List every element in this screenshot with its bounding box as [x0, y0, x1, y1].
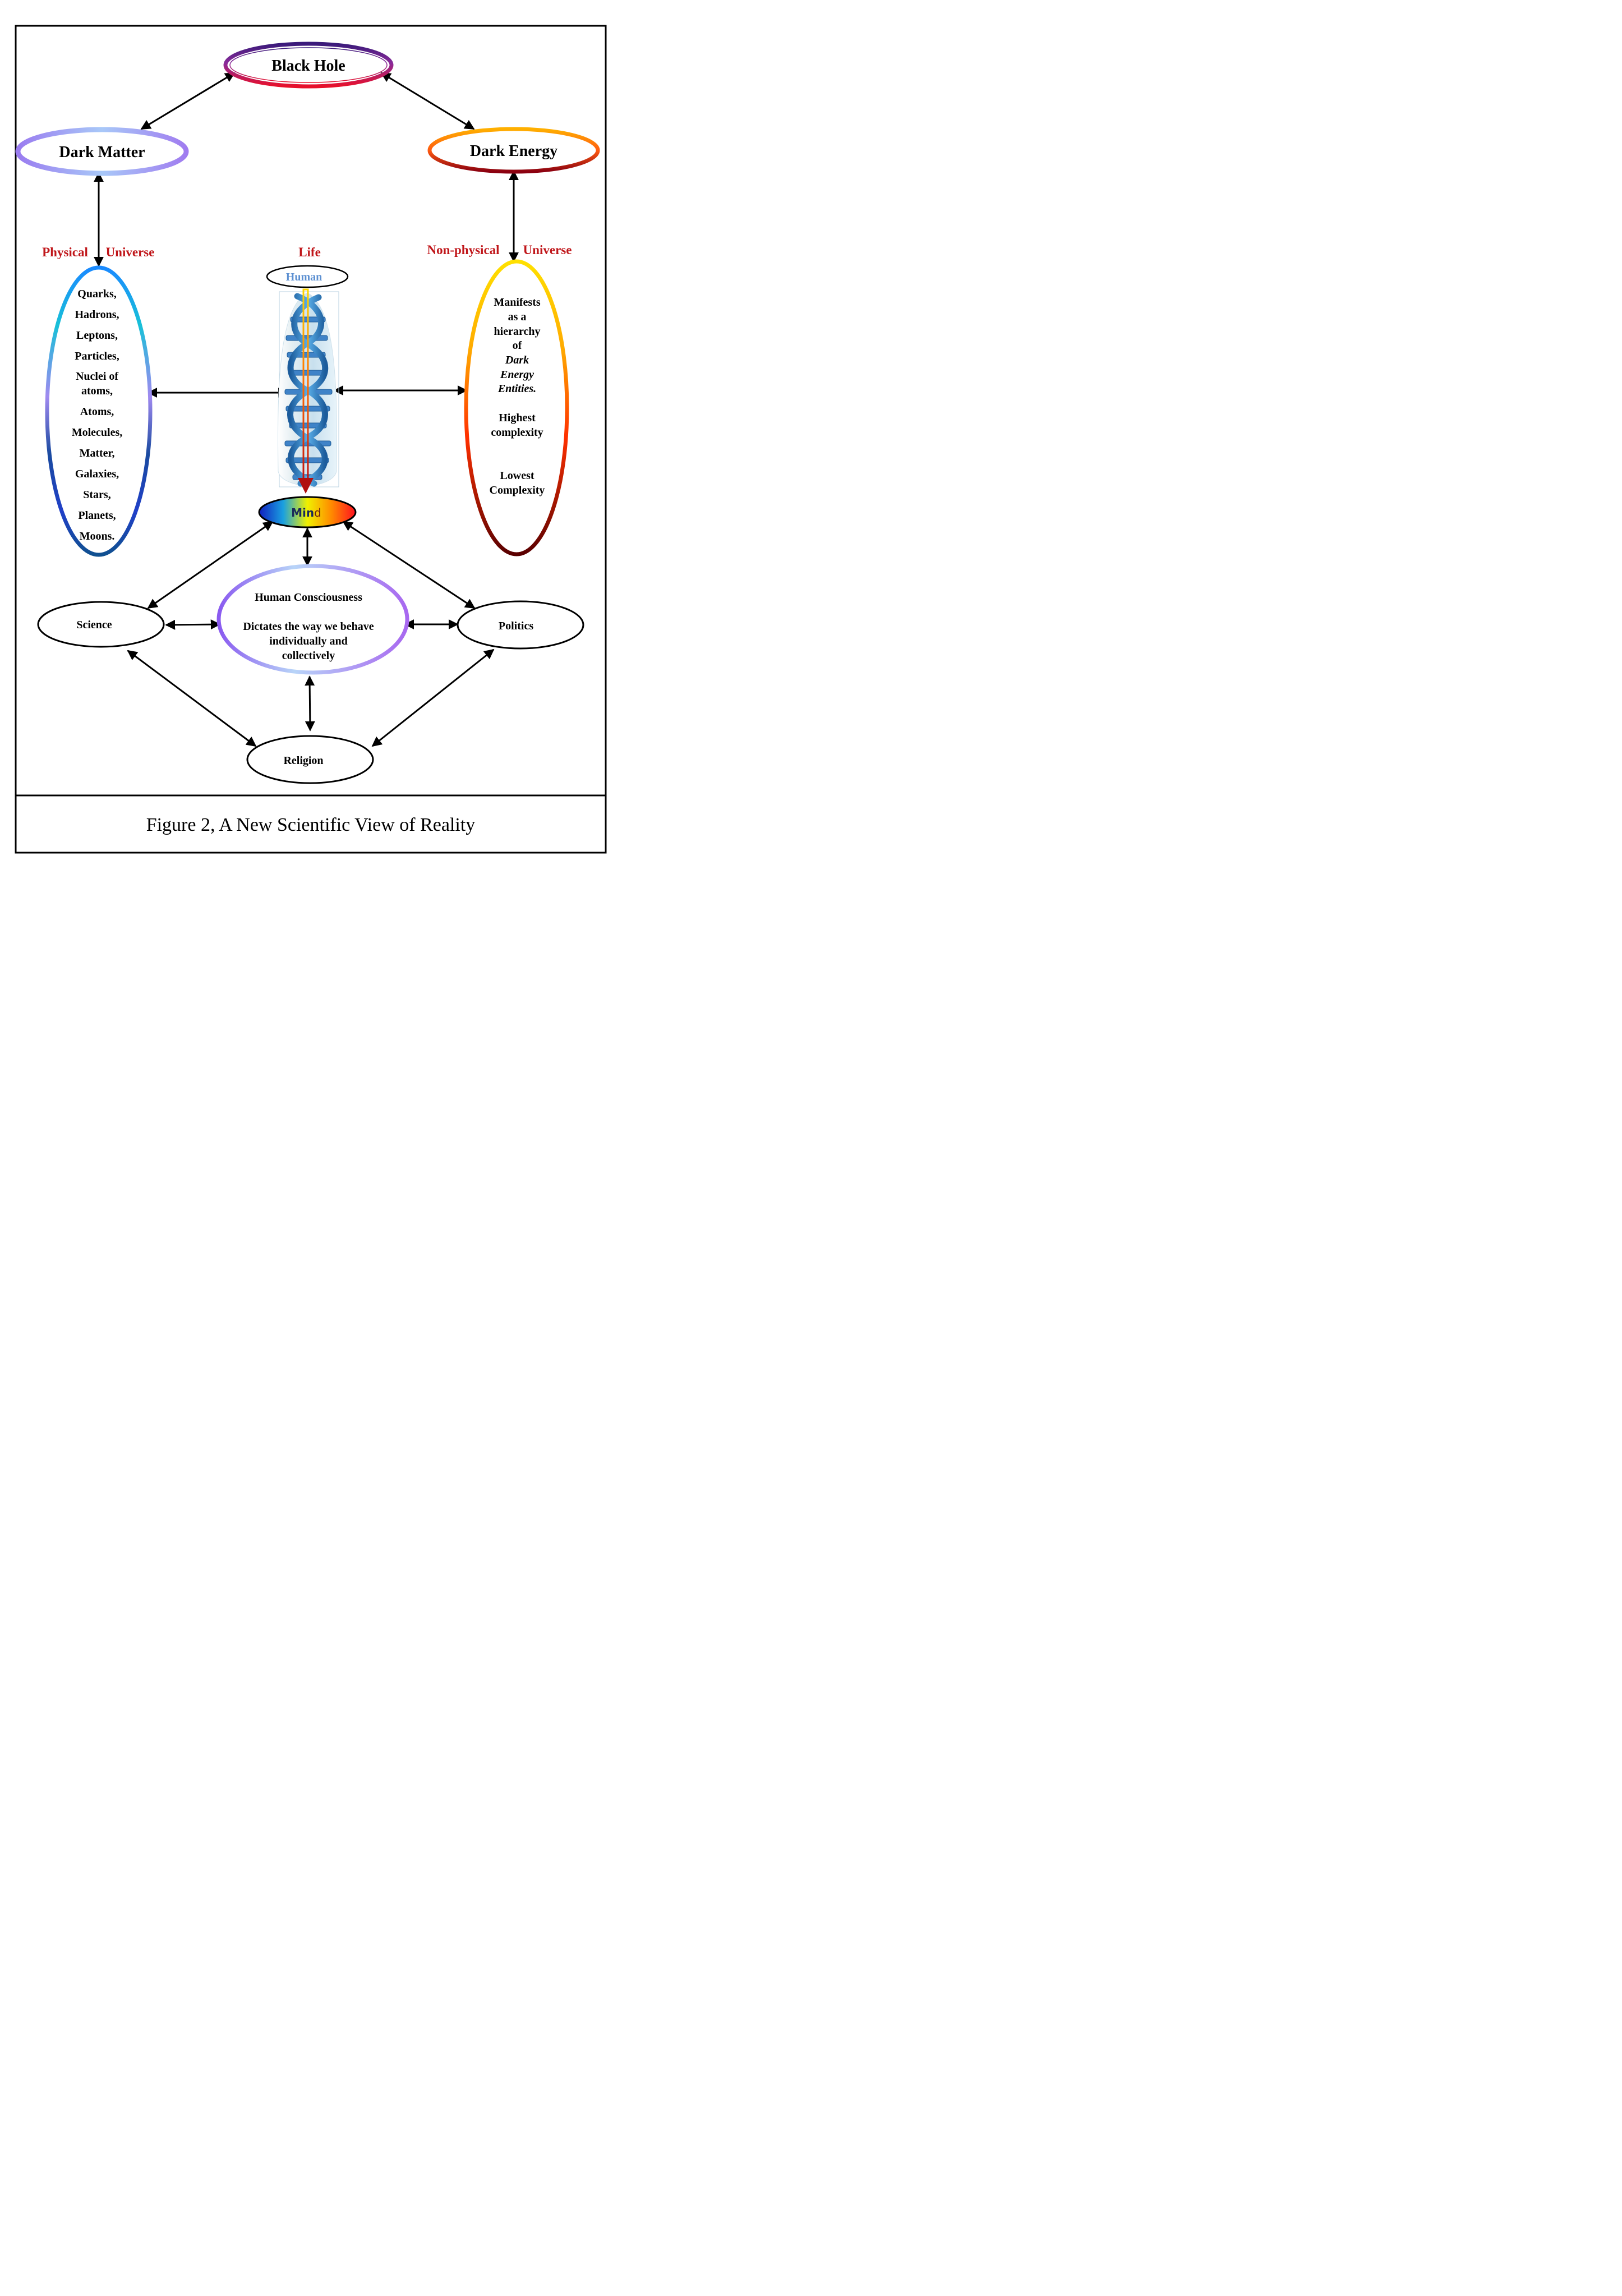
- science-label: Science: [76, 619, 112, 631]
- arrow-science-religion: [127, 650, 257, 747]
- mind-node: Mind: [258, 496, 357, 528]
- consciousness-title: Human Consciousness: [255, 591, 362, 604]
- np-line-2: as a: [508, 311, 527, 323]
- non-physical-universe-label: Universe: [523, 243, 572, 257]
- religion-label: Religion: [283, 754, 323, 767]
- mind-label: Mind: [291, 506, 321, 519]
- arrow-science-consciousness: [165, 619, 221, 630]
- np-italic-3: Entities.: [497, 383, 536, 395]
- np-highest-2: complexity: [491, 426, 543, 439]
- np-line-1: Manifests: [494, 296, 541, 309]
- religion-node: Religion: [246, 735, 374, 784]
- physical-list-item: Stars,: [83, 489, 110, 501]
- science-node: Science: [37, 601, 165, 648]
- physical-list-item: Nuclei of: [76, 370, 118, 383]
- arrow-blackhole-darkmatter: [140, 72, 236, 130]
- physical-universe-label: Universe: [106, 245, 155, 259]
- physical-universe-node: Quarks, Hadrons, Leptons, Particles, Nuclei …: [45, 265, 153, 557]
- physical-list-item: Particles,: [75, 350, 119, 362]
- physical-list-item: Matter,: [79, 447, 114, 459]
- physical-list-item: Leptons,: [76, 329, 118, 342]
- diagram-canvas: Black Hole Dark Matter Dark Energy Physi…: [15, 25, 607, 854]
- connector-lines: [94, 72, 521, 747]
- life-label: Life: [298, 245, 321, 259]
- arrow-mind-politics: [342, 521, 476, 609]
- consciousness-body-1: Dictates the way we behave: [243, 620, 374, 633]
- np-highest-1: Highest: [499, 412, 536, 424]
- arrow-blackhole-darkenergy: [380, 72, 475, 130]
- np-italic-2: Energy: [500, 369, 534, 381]
- human-mind-arrowhead: [298, 478, 314, 494]
- non-physical-universe-node: Manifests as a hierarchy of Dark Energy …: [464, 259, 569, 556]
- non-physical-label: Non-physical: [427, 243, 499, 257]
- np-lowest-2: Complexity: [490, 484, 545, 496]
- physical-list-item: atoms,: [81, 385, 113, 397]
- consciousness-body-3: collectively: [282, 650, 335, 662]
- black-hole-node: Black Hole: [223, 42, 394, 89]
- human-node: Human: [266, 265, 349, 288]
- dark-matter-label: Dark Matter: [59, 144, 145, 161]
- consciousness-body-2: individually and: [269, 635, 348, 647]
- dark-energy-node: Dark Energy: [427, 127, 600, 174]
- physical-list: Quarks, Hadrons, Leptons, Particles, Nuclei …: [72, 288, 123, 542]
- black-hole-label: Black Hole: [271, 57, 345, 75]
- physical-list-item: Planets,: [78, 509, 116, 522]
- politics-node: Politics: [457, 600, 584, 650]
- arrow-mind-science: [147, 521, 274, 609]
- np-lowest-1: Lowest: [500, 470, 534, 482]
- np-italic-1: Dark: [505, 354, 529, 366]
- figure-frame: [15, 25, 607, 854]
- physical-label: Physical: [42, 245, 88, 259]
- dark-energy-label: Dark Energy: [470, 142, 557, 160]
- dark-matter-node: Dark Matter: [15, 127, 189, 176]
- politics-label: Politics: [499, 620, 533, 632]
- arrow-politics-religion: [371, 648, 495, 747]
- physical-list-item: Hadrons,: [75, 309, 119, 321]
- physical-list-item: Molecules,: [72, 426, 123, 439]
- physical-list-item: Atoms,: [80, 406, 114, 418]
- dna-illustration: [278, 288, 339, 494]
- np-line-3: hierarchy: [494, 325, 541, 338]
- physical-list-item: Galaxies,: [75, 468, 119, 480]
- physical-list-item: Quarks,: [77, 288, 116, 300]
- figure-caption: Figure 2, A New Scientific View of Reali…: [146, 815, 476, 835]
- consciousness-node: Human Consciousness Dictates the way we …: [216, 564, 409, 675]
- np-line-4: of: [513, 339, 522, 352]
- physical-list-item: Moons.: [80, 530, 115, 542]
- human-label: Human: [286, 271, 322, 283]
